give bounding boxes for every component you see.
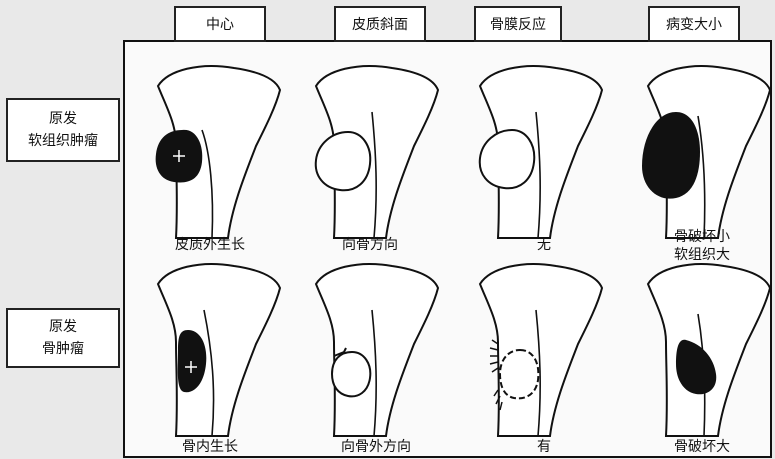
caption-r2-periosteum: 有	[474, 438, 614, 456]
caption-r1-cortex: 向骨方向	[300, 236, 440, 254]
column-header-size: 病变大小	[648, 6, 740, 42]
row-label-bone-tumor: 原发 骨肿瘤	[6, 308, 120, 368]
column-header-cortex: 皮质斜面	[334, 6, 426, 42]
column-header-center: 中心	[174, 6, 266, 42]
row-label-soft-tissue-tumor: 原发 软组织肿瘤	[6, 98, 120, 162]
caption-r2-cortex: 向骨外方向	[306, 438, 446, 456]
column-header-periosteum: 骨膜反应	[474, 6, 562, 42]
caption-r2-size: 骨破坏大	[632, 438, 772, 456]
caption-r1-size: 骨破坏小 软组织大	[632, 228, 772, 264]
caption-r1-center: 皮质外生长	[140, 236, 280, 254]
caption-r1-periosteum: 无	[474, 236, 614, 254]
caption-r2-center: 骨内生长	[140, 438, 280, 456]
